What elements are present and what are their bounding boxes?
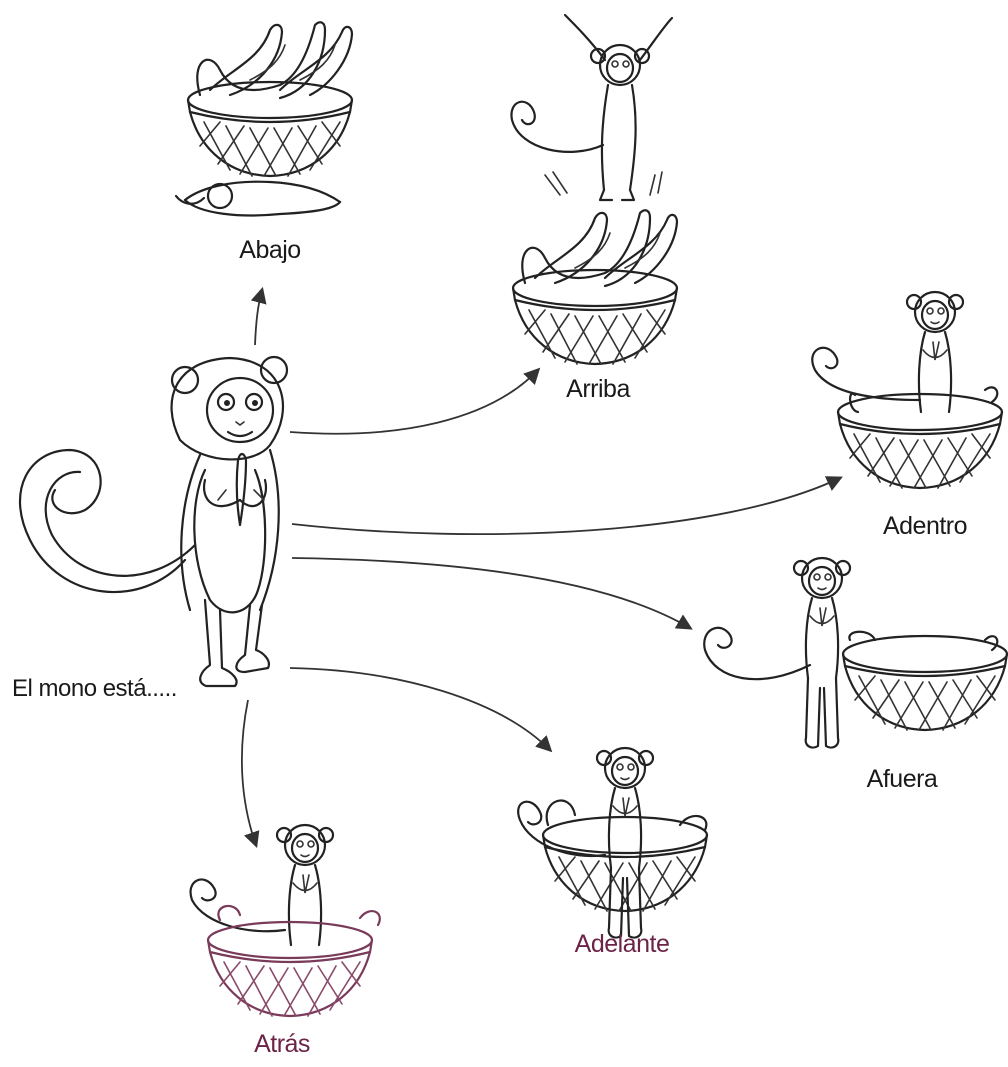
arrow-to-adelante — [290, 668, 550, 750]
label-adentro: Adentro — [883, 512, 967, 541]
arriba-illustration — [511, 15, 677, 364]
direction-arrows — [242, 290, 840, 845]
label-adelante: Adelante — [575, 930, 670, 959]
afuera-illustration — [704, 558, 1007, 748]
arrow-to-atras — [242, 700, 256, 845]
atras-illustration — [191, 825, 380, 1016]
arrow-to-arriba — [290, 370, 538, 434]
label-arriba: Arriba — [566, 375, 630, 404]
arrow-to-afuera — [292, 558, 690, 628]
caption-el-mono-esta: El mono está..... — [12, 675, 177, 703]
label-abajo: Abajo — [239, 236, 300, 265]
abajo-illustration — [176, 22, 352, 215]
central-monkey-illustration — [20, 357, 287, 686]
adentro-illustration — [812, 292, 1002, 488]
label-afuera: Afuera — [867, 765, 938, 794]
arrow-to-adentro — [292, 478, 840, 534]
arrow-to-abajo — [255, 290, 262, 345]
label-atras: Atrás — [254, 1030, 310, 1059]
adelante-illustration — [518, 748, 707, 938]
